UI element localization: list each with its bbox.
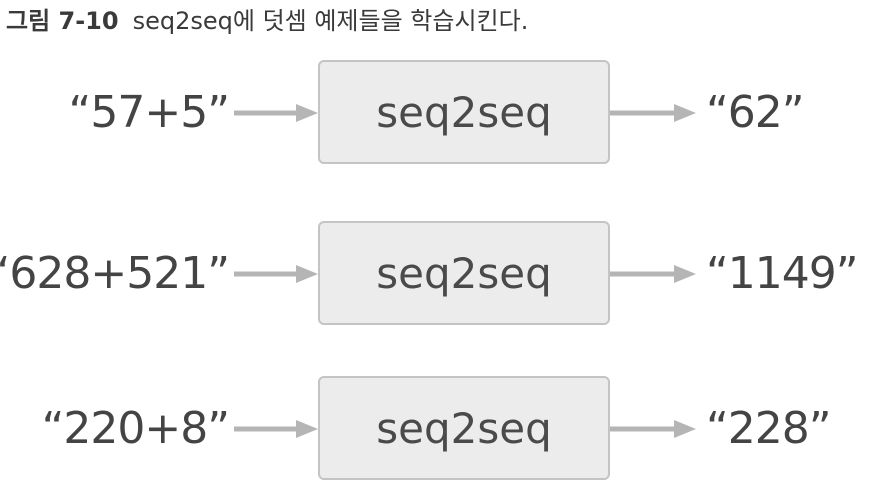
example-row-2: “628+521” seq2seq “1149” [0, 221, 869, 327]
input-string: “57+5” [68, 87, 230, 138]
input-arrow [234, 265, 318, 283]
output-string: “228” [706, 403, 832, 454]
caption-text: seq2seq에 덧셈 예제들을 학습시킨다. [132, 7, 529, 35]
example-row-3: “220+8” seq2seq “228” [0, 376, 869, 482]
output-arrow [610, 265, 696, 283]
input-string: “220+8” [41, 403, 230, 454]
seq2seq-box: seq2seq [318, 376, 610, 480]
seq2seq-box: seq2seq [318, 221, 610, 325]
input-string: “628+521” [0, 248, 230, 299]
output-string: “62” [706, 87, 805, 138]
input-arrow [234, 104, 318, 122]
output-arrow [610, 420, 696, 438]
figure-caption: 그림 7-10 seq2seq에 덧셈 예제들을 학습시킨다. [6, 6, 528, 36]
example-row-1: “57+5” seq2seq “62” [0, 60, 869, 166]
output-arrow [610, 104, 696, 122]
seq2seq-box: seq2seq [318, 60, 610, 164]
figure-number: 그림 7-10 [6, 7, 119, 35]
output-string: “1149” [706, 248, 859, 299]
input-arrow [234, 420, 318, 438]
